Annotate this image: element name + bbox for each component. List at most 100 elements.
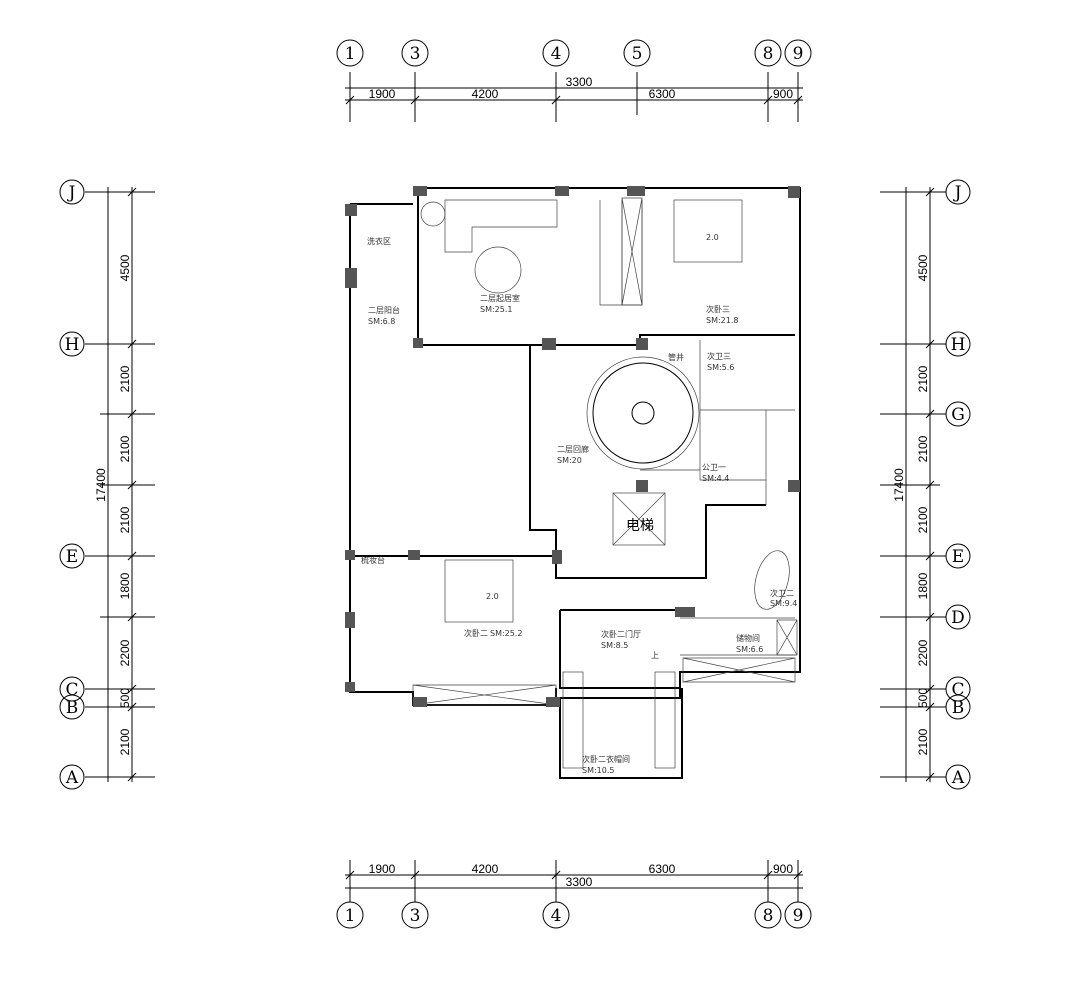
axis-label-top: 4 (551, 44, 562, 64)
dimension-tick (127, 339, 137, 349)
axis-bubble-top (542, 39, 570, 67)
dimension-total: 3300 (566, 75, 593, 89)
room-name-bedroom2-foyer: 次卧二门厅 (601, 629, 641, 639)
axis-label-right: B (952, 698, 965, 718)
dimension-total: 17400 (94, 468, 108, 502)
dimension-label: 500 (118, 688, 132, 708)
axis-bubble-bottom (542, 901, 570, 929)
dimension-label: 2100 (916, 728, 930, 755)
room-area-bath2: SM:9.4 (770, 599, 797, 608)
axis-label-left: E (66, 547, 78, 567)
dimension-tick (551, 870, 561, 880)
dimension-label: 2100 (916, 365, 930, 392)
dimension-label: 4200 (472, 87, 499, 101)
dimension-tick (127, 612, 137, 622)
axis-bubble-right (945, 694, 971, 720)
dimension-label: 1900 (369, 87, 396, 101)
axis-label-top: 9 (793, 44, 804, 64)
axis-label-left: C (65, 680, 78, 700)
dimension-tick (793, 870, 803, 880)
dimension-label: 1800 (118, 572, 132, 599)
dimension-tick (925, 702, 935, 712)
axis-label-right: D (951, 608, 965, 628)
dimension-tick (410, 870, 420, 880)
stair-up-label: 上 (651, 651, 659, 660)
room-area-bedroom2: SM:25.2 (490, 629, 523, 638)
dimension-tick (127, 684, 137, 694)
axis-bubble-left (59, 179, 85, 205)
room-name-public-bath: 公卫一 (702, 463, 726, 472)
dimension-tick (925, 772, 935, 782)
axis-label-right: H (951, 335, 966, 355)
dimension-label: 2200 (916, 639, 930, 666)
dimension-label: 2100 (916, 506, 930, 533)
room-area-bedroom3: SM:21.8 (706, 316, 739, 325)
dimension-label: 4500 (916, 254, 930, 281)
room-area-corridor: SM:20 (557, 456, 582, 465)
dimension-total: 17400 (892, 468, 906, 502)
dimension-tick (127, 480, 137, 490)
axis-bubble-left (59, 764, 85, 790)
room-name-laundry: 洗衣区 (367, 236, 391, 246)
axis-label-top: 3 (410, 44, 421, 64)
room-name-elevator: 电梯 (626, 518, 654, 534)
dimension-tick (925, 409, 935, 419)
room-area-public-bath: SM:4.4 (702, 474, 729, 483)
dimension-tick (793, 95, 803, 105)
axis-label-left: A (65, 768, 79, 788)
room-name-dresser: 梳妆台 (361, 555, 385, 565)
room-area-balcony: SM:6.8 (368, 317, 395, 326)
axis-label-right: G (951, 405, 965, 425)
dimension-label: 4200 (472, 862, 499, 876)
dimension-tick (127, 551, 137, 561)
axis-label-bottom: 9 (793, 906, 804, 926)
dimension-tick (925, 187, 935, 197)
axis-bubble-bottom (401, 901, 429, 929)
axis-bubble-left (59, 676, 85, 702)
dimension-tick (127, 187, 137, 197)
axis-bubble-bottom (754, 901, 782, 929)
axis-bubble-top (401, 39, 429, 67)
axis-bubble-bottom (336, 901, 364, 929)
room-name-bath3: 次卫三 (707, 351, 731, 361)
axis-bubble-left (59, 543, 85, 569)
room-name-balcony: 二层阳台 (368, 305, 400, 315)
dimension-label: 1800 (916, 572, 930, 599)
room-area-bath3: SM:5.6 (707, 363, 734, 372)
dimension-label: 2100 (118, 506, 132, 533)
dimension-tick (127, 409, 137, 419)
dimension-label: 2100 (916, 435, 930, 462)
dimension-label: 4500 (118, 254, 132, 281)
dimension-label: 900 (773, 87, 793, 101)
axis-bubble-right (945, 604, 971, 630)
axis-bubble-right (945, 331, 971, 357)
axis-label-bottom: 4 (551, 906, 562, 926)
dimension-tick (763, 95, 773, 105)
dimension-label: 2200 (118, 639, 132, 666)
axis-bubble-bottom (784, 901, 812, 929)
dimension-tick (410, 95, 420, 105)
dimension-tick (925, 480, 935, 490)
dimension-tick (127, 772, 137, 782)
room-area-closet: SM:10.5 (582, 766, 615, 775)
dimension-label: 500 (916, 688, 930, 708)
dimension-label: 6300 (649, 87, 676, 101)
axis-bubble-top (754, 39, 782, 67)
dimension-tick (127, 702, 137, 712)
room-area-bedroom2-foyer: SM:8.5 (601, 641, 628, 650)
axis-label-left: J (67, 183, 76, 203)
axis-label-bottom: 1 (345, 906, 356, 926)
bed-size-bedroom3: 2.0 (706, 233, 719, 242)
dimension-tick (925, 339, 935, 349)
axis-label-bottom: 3 (410, 906, 421, 926)
axis-label-bottom: 8 (763, 906, 774, 926)
dimension-tick (345, 95, 355, 105)
room-name-bedroom2: 次卧二 (464, 628, 488, 638)
room-name-bedroom3: 次卧三 (706, 304, 730, 314)
dimension-tick (925, 684, 935, 694)
building-walls (345, 186, 801, 779)
axis-bubble-right (945, 401, 971, 427)
axis-label-top: 5 (632, 44, 643, 64)
